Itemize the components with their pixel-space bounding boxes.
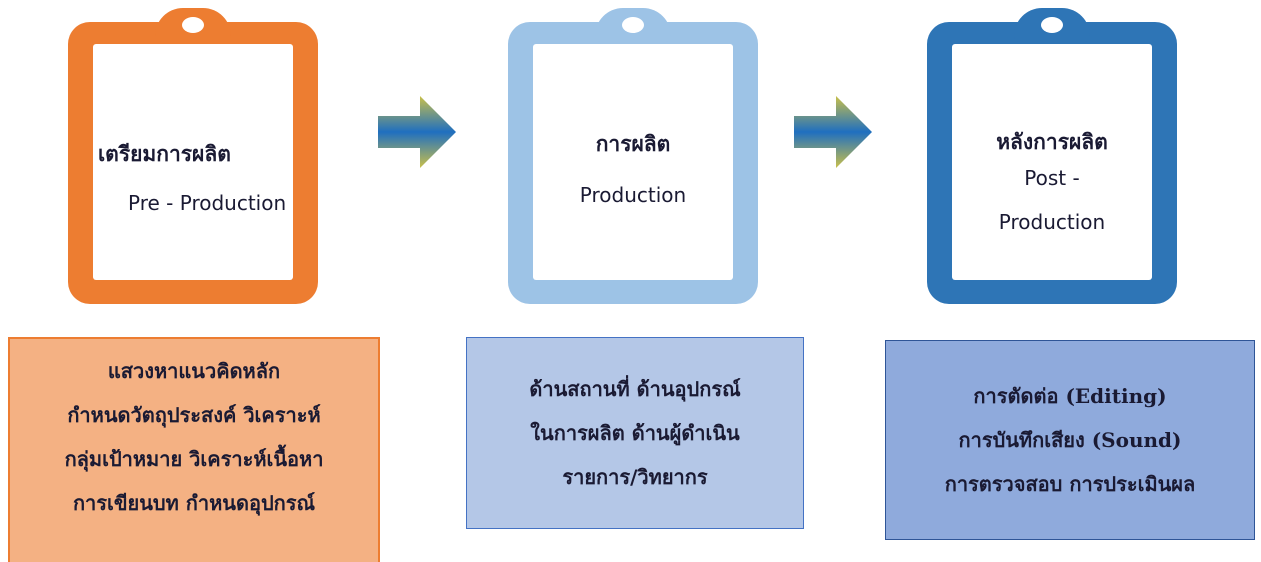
step-title-en: Pre - Production: [128, 191, 287, 215]
step-title-th: เตรียมการผลิต: [98, 141, 231, 166]
clipboard-clasp: [155, 8, 231, 42]
detail-line: รายการ/วิทยากร: [562, 465, 708, 489]
detail-line: การตรวจสอบ การประเมินผล: [944, 472, 1196, 496]
step-title-en: Production: [579, 183, 687, 207]
arrow-right-icon: [794, 96, 872, 168]
detail-box-post-production: การตัดต่อ (Editing) การบันทึกเสียง (Soun…: [885, 340, 1255, 540]
step-title-en-line2: Production: [998, 210, 1106, 234]
detail-line: การตัดต่อ (Editing): [973, 384, 1167, 408]
clipboard-paper: [952, 44, 1152, 280]
detail-line: ด้านสถานที่ ด้านอุปกรณ์: [529, 377, 741, 401]
detail-line: แสวงหาแนวคิดหลัก: [107, 359, 281, 383]
step-title-th: การผลิต: [595, 131, 671, 156]
detail-line: ในการผลิต ด้านผู้ดำเนิน: [530, 421, 740, 445]
step-title-th: หลังการผลิต: [996, 129, 1108, 154]
step-title-en-line1: Post -: [1024, 166, 1080, 190]
detail-line: การบันทึกเสียง (Sound): [958, 428, 1182, 452]
clipboard-paper: [533, 44, 733, 280]
detail-box-production: ด้านสถานที่ ด้านอุปกรณ์ ในการผลิต ด้านผู…: [466, 337, 804, 529]
arrow-right-icon: [378, 96, 456, 168]
detail-line: การเขียนบท กำหนดอุปกรณ์: [72, 491, 316, 515]
clipboard-paper: [93, 44, 293, 280]
clipboard-clasp: [1014, 8, 1090, 42]
detail-line: กำหนดวัตถุประสงค์ วิเคราะห์: [67, 403, 321, 427]
detail-line: กลุ่มเป้าหมาย วิเคราะห์เนื้อหา: [64, 447, 324, 471]
detail-box-pre-production: แสวงหาแนวคิดหลัก กำหนดวัตถุประสงค์ วิเคร…: [8, 337, 380, 562]
clipboard-post-production: หลังการผลิต Post - Production: [927, 8, 1177, 304]
clipboard-pre-production: เตรียมการผลิต Pre - Production: [68, 8, 318, 304]
clipboard-clasp: [595, 8, 671, 42]
clipboard-production: การผลิต Production: [508, 8, 758, 304]
